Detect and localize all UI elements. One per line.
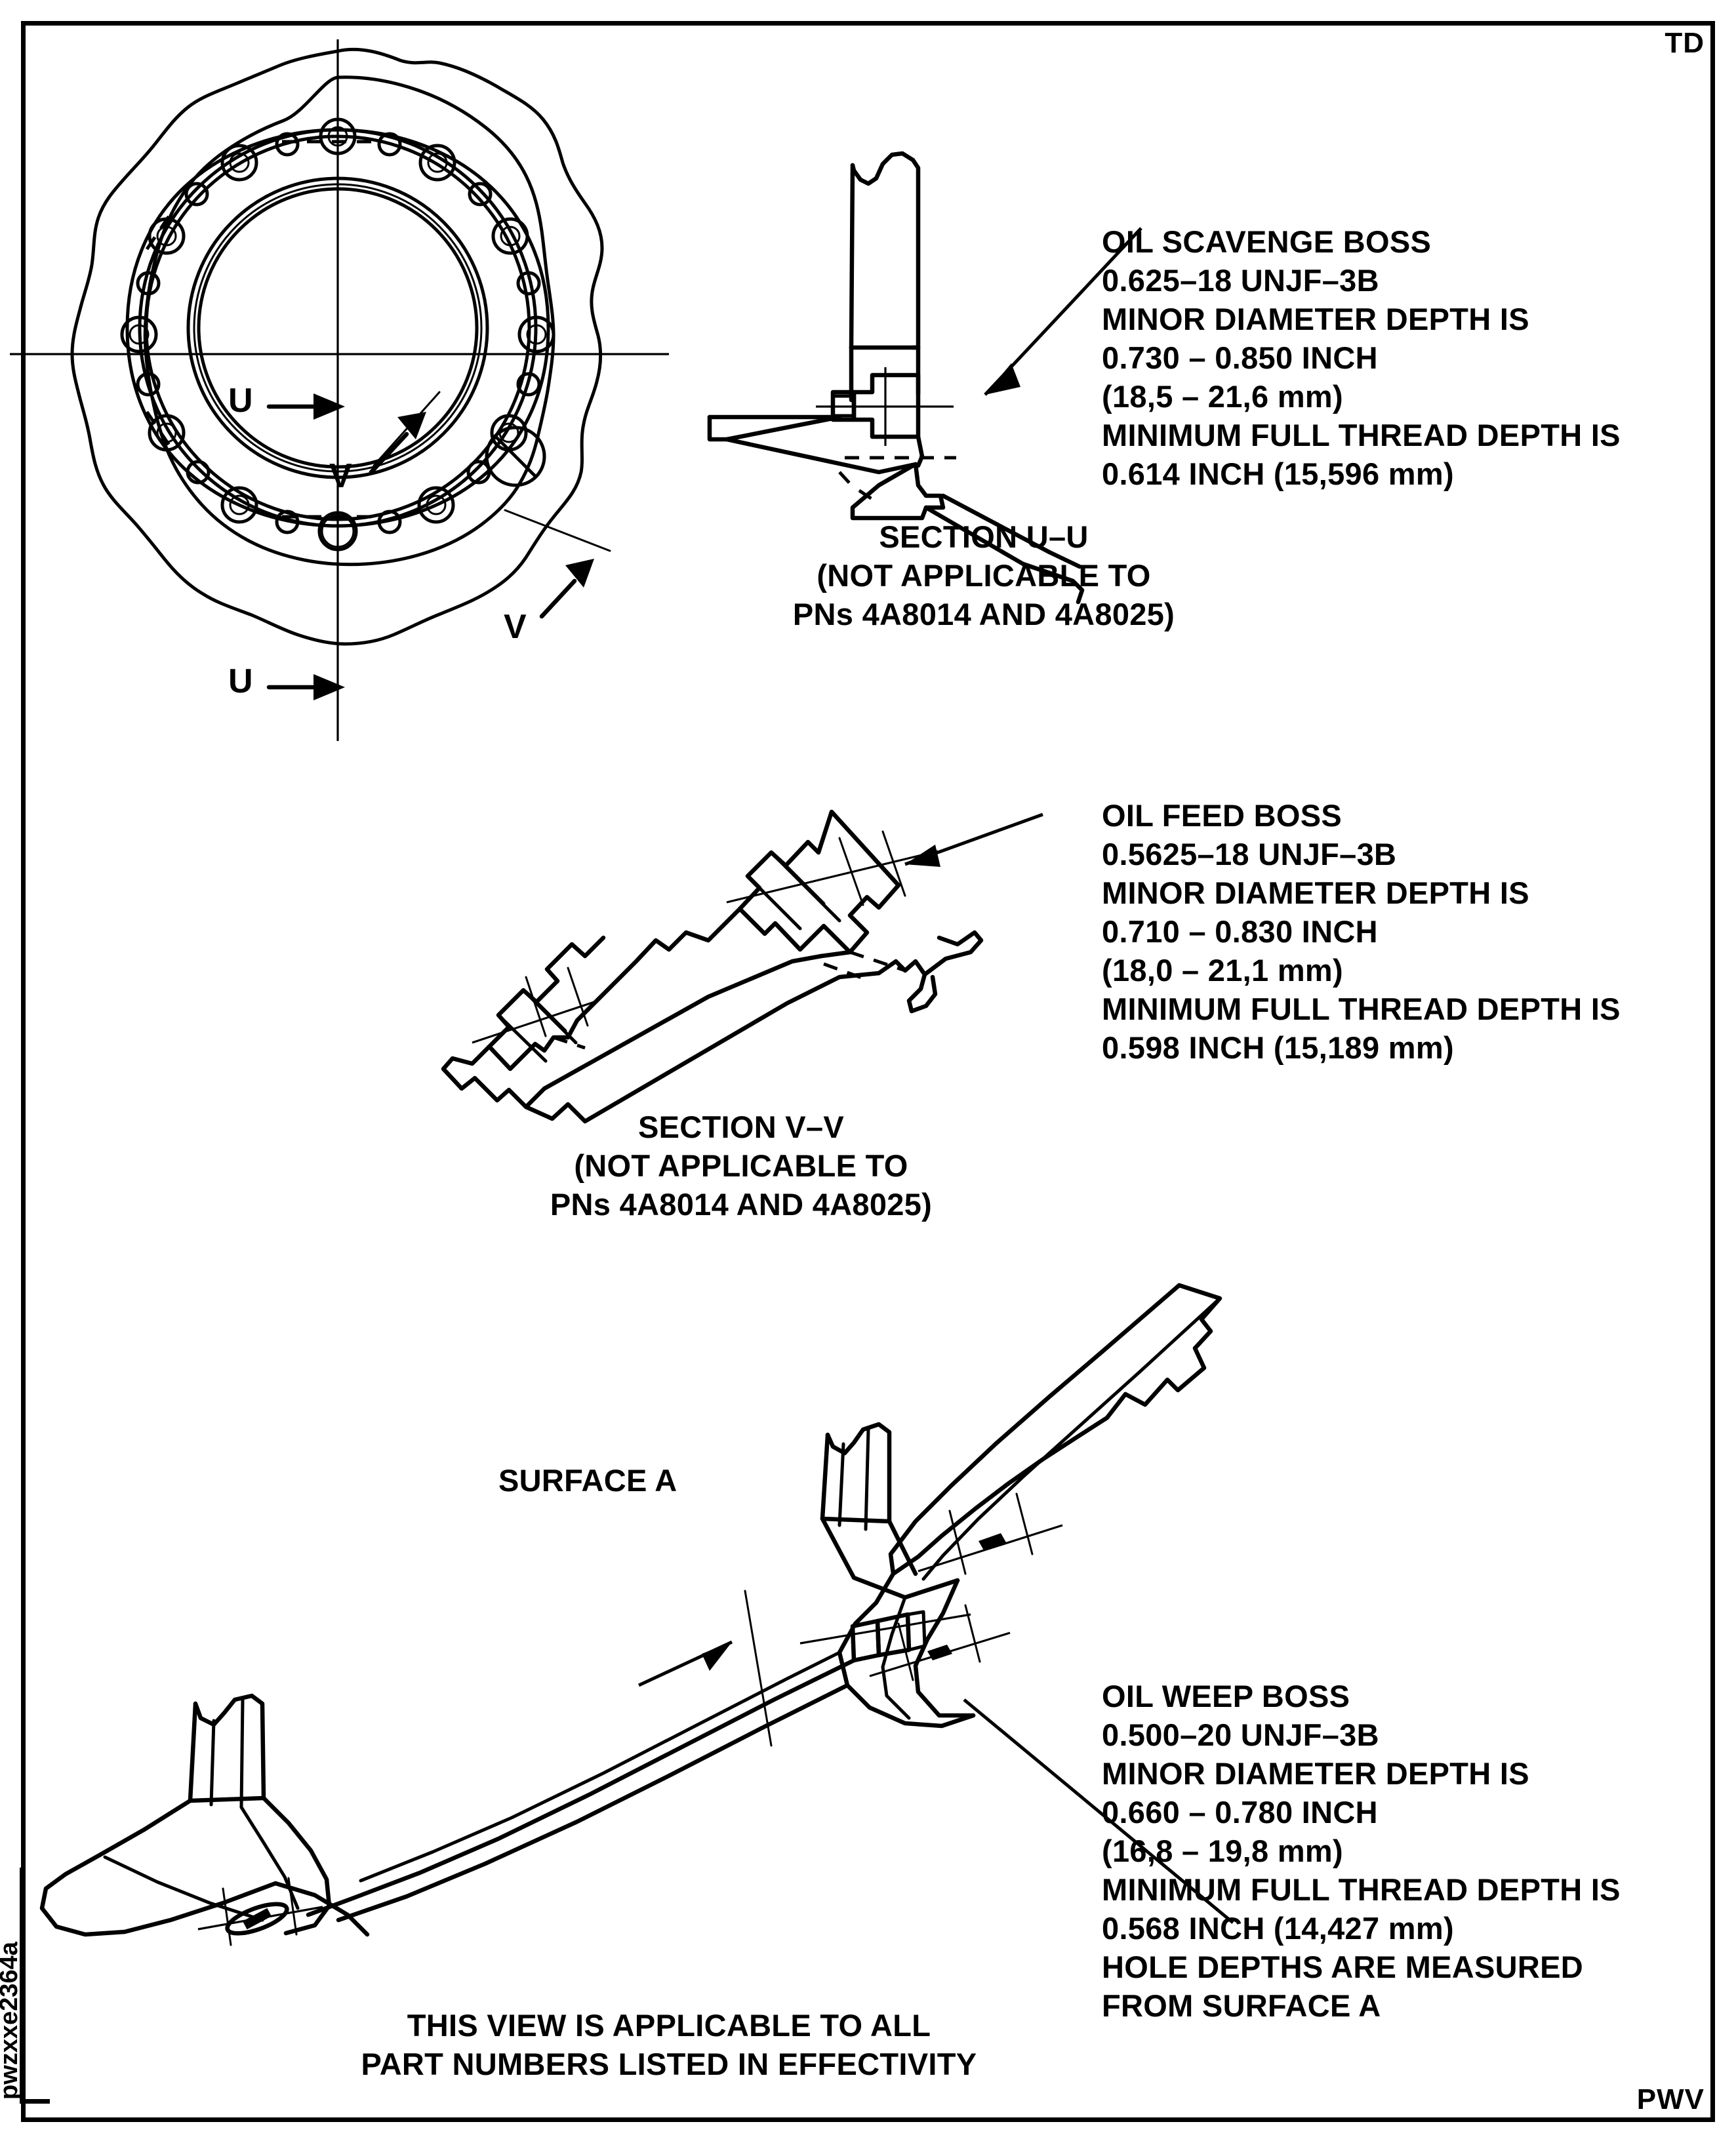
sheet-code-top-right: TD	[1665, 27, 1705, 59]
bottom-note-line: PART NUMBERS LISTED IN EFFECTIVITY	[361, 2047, 977, 2081]
upper-strut-outer	[891, 1283, 1222, 1576]
lower-platform	[39, 1798, 278, 1937]
section-arrow-v-inner	[369, 391, 441, 475]
section-letter-u-inner: U	[228, 382, 253, 420]
bore-circle-inner	[193, 183, 483, 473]
callout-line: (16,8 – 19,8 mm)	[1102, 1833, 1343, 1868]
bore-circle-outer	[186, 176, 489, 479]
section-vv-detail	[441, 809, 1043, 1124]
section-arrow-v-outer	[504, 509, 611, 619]
section-vv-caption: SECTION V–V (NOT APPLICABLE TO PNs 4A801…	[459, 1108, 1023, 1224]
callout-line: (18,0 – 21,1 mm)	[1102, 953, 1343, 988]
surface-a-leader	[637, 1590, 773, 1747]
callout-line: 0.500–20 UNJF–3B	[1102, 1717, 1379, 1752]
callout-line: 0.730 – 0.850 INCH	[1102, 340, 1378, 375]
callout-line: MINOR DIAMETER DEPTH IS	[1102, 1756, 1529, 1791]
upper-weep-hole-marks	[869, 1492, 1063, 1681]
surface-a-label: SURFACE A	[498, 1463, 677, 1498]
callout-line: MINIMUM FULL THREAD DEPTH IS	[1102, 1872, 1621, 1907]
vv-body-casting	[487, 906, 742, 1072]
callout-line: 0.598 INCH (15,189 mm)	[1102, 1030, 1454, 1065]
callout-line: 0.625–18 UNJF–3B	[1102, 263, 1379, 298]
vv-upper-boss	[737, 809, 901, 955]
vv-hidden-thread	[553, 950, 906, 1050]
section-uu-note-2: PNs 4A8014 AND 4A8025)	[792, 597, 1175, 631]
vv-web-flange	[441, 1044, 547, 1110]
callout-line: 0.710 – 0.830 INCH	[1102, 914, 1378, 949]
callout-line: 0.614 INCH (15,596 mm)	[1102, 456, 1454, 491]
front-flange-view	[10, 39, 669, 741]
callout-oil-scavenge-boss: OIL SCAVENGE BOSS 0.625–18 UNJF–3B MINOR…	[1102, 223, 1621, 494]
lower-isometric-view	[39, 1283, 1234, 1946]
section-uu-title: SECTION U–U	[879, 519, 1089, 554]
callout-line: OIL WEEP BOSS	[1102, 1679, 1350, 1713]
section-uu-caption: SECTION U–U (NOT APPLICABLE TO PNs 4A801…	[735, 518, 1233, 634]
section-arrow-u-outer	[266, 674, 345, 700]
centerlines	[10, 39, 669, 741]
bottom-note-line: THIS VIEW IS APPLICABLE TO ALL	[407, 2008, 931, 2043]
upper-blade	[825, 1422, 892, 1524]
section-letter-v-inner: V	[329, 457, 352, 495]
section-vv-title: SECTION V–V	[637, 1110, 845, 1144]
sheet-border	[21, 21, 1715, 2122]
callout-line: OIL SCAVENGE BOSS	[1102, 224, 1432, 259]
callout-line: MINOR DIAMETER DEPTH IS	[1102, 875, 1529, 910]
bottom-note: THIS VIEW IS APPLICABLE TO ALL PART NUMB…	[275, 2007, 1062, 2084]
callout-line: MINOR DIAMETER DEPTH IS	[1102, 302, 1529, 336]
section-arrow-u-inner	[266, 393, 345, 420]
section-vv-note-1: (NOT APPLICABLE TO	[574, 1148, 908, 1183]
hidden-detail	[145, 140, 374, 519]
outer-casing-profile	[70, 47, 604, 646]
lower-weep-hole	[197, 1877, 323, 1946]
uu-hidden-thread	[838, 456, 956, 506]
bore-circle-inner-2	[197, 187, 479, 469]
callout-line: HOLE DEPTHS ARE MEASURED	[1102, 1950, 1584, 1984]
sheet-id-label: pwzxxe2364a	[0, 1942, 23, 2100]
main-spar-upper	[306, 1658, 857, 1917]
bolt-holes-small	[136, 132, 541, 534]
oil-weep-boss-fitting	[799, 1610, 971, 1663]
callout-oil-feed-boss: OIL FEED BOSS 0.5625–18 UNJF–3B MINOR DI…	[1102, 797, 1621, 1068]
sheet-code-bottom-right: PWV	[1636, 2083, 1705, 2115]
callout-line: MINIMUM FULL THREAD DEPTH IS	[1102, 991, 1621, 1026]
callout-line: 0.5625–18 UNJF–3B	[1102, 837, 1397, 871]
callout-line: (18,5 – 21,6 mm)	[1102, 379, 1343, 414]
callout-line: OIL FEED BOSS	[1102, 798, 1342, 833]
callout-oil-weep-boss: OIL WEEP BOSS 0.500–20 UNJF–3B MINOR DIA…	[1102, 1677, 1621, 2026]
uu-support-rib	[707, 414, 842, 442]
section-letter-v-outer: V	[504, 608, 527, 646]
callout-line: 0.568 INCH (14,427 mm)	[1102, 1911, 1454, 1946]
uu-flange-wall	[850, 151, 921, 350]
lower-blade-stub	[193, 1693, 266, 1801]
callout-line: FROM SURFACE A	[1102, 1988, 1381, 2023]
bolt-holes-large	[120, 117, 555, 551]
vv-right-flange	[876, 930, 984, 977]
boss-pad-right	[485, 426, 546, 487]
callout-line: 0.660 – 0.780 INCH	[1102, 1795, 1378, 1830]
section-letter-u-outer: U	[228, 662, 253, 700]
section-vv-note-2: PNs 4A8014 AND 4A8025)	[550, 1187, 933, 1222]
weep-boss-leader	[963, 1698, 1234, 1924]
section-uu-detail	[707, 151, 1142, 605]
section-uu-note-1: (NOT APPLICABLE TO	[817, 558, 1151, 593]
callout-line: MINIMUM FULL THREAD DEPTH IS	[1102, 418, 1621, 452]
